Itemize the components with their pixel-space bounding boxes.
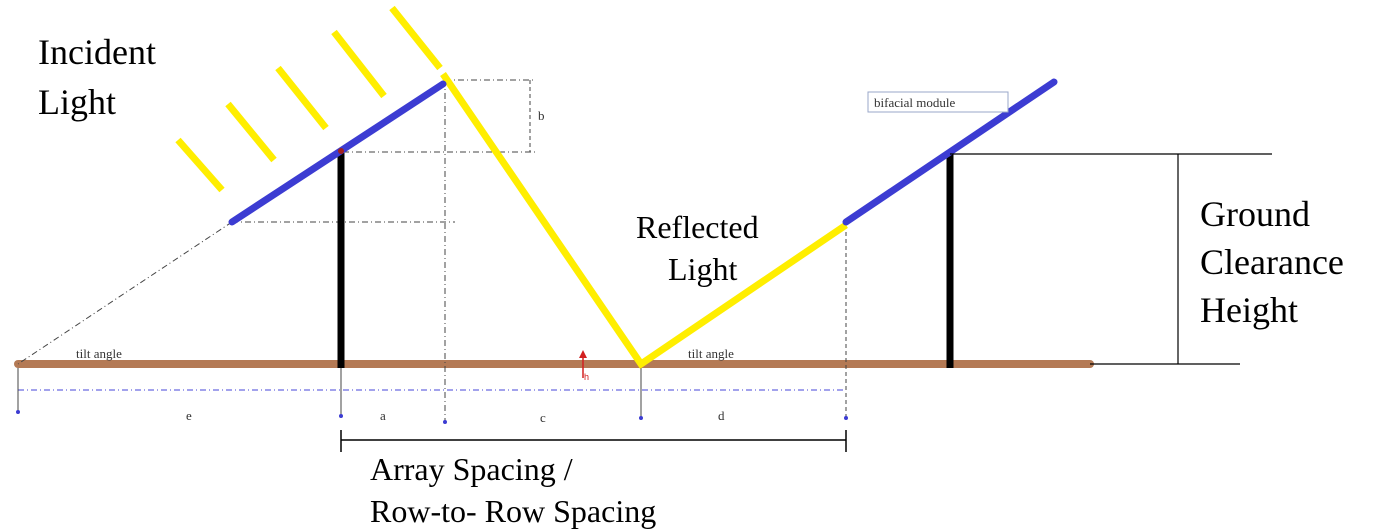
left-module-pivot: [338, 148, 344, 154]
tick-dot-a: [339, 414, 343, 418]
tick-dot-d: [844, 416, 848, 420]
dim-label-e: e: [186, 408, 192, 423]
tilt-guide-left: [17, 221, 233, 365]
tilt-angle-left: tilt angle: [76, 346, 122, 361]
reflected-label-line2: Light: [668, 251, 737, 287]
incident-ray-4: [331, 29, 387, 99]
ground-label-line1: Ground: [1200, 194, 1310, 234]
ground-label-line2: Clearance: [1200, 242, 1344, 282]
tick-dot-c-right: [639, 416, 643, 420]
incident-ray-3: [275, 65, 329, 131]
tilt-angle-right: tilt angle: [688, 346, 734, 361]
module-label-box: [867, 91, 1009, 113]
left-module: [228, 80, 447, 226]
spacing-label-line2: Row-to- Row Spacing: [370, 493, 656, 529]
tick-dot-e: [16, 410, 20, 414]
marker-label-h: h: [584, 372, 589, 382]
incident-label-line2: Light: [38, 82, 116, 122]
incident-ray-5: [389, 5, 443, 71]
marker-arrow-head: [579, 350, 587, 358]
module-label: bifacial module: [874, 95, 955, 110]
incident-label-line1: Incident: [38, 32, 156, 72]
reflected-ray-path: [440, 72, 848, 369]
ground-label-line3: Height: [1200, 290, 1298, 330]
reflected-label-line1: Reflected: [636, 209, 759, 245]
dim-label-a: a: [380, 408, 386, 423]
incident-ray-1: [175, 137, 225, 193]
spacing-label-line1: Array Spacing /: [370, 451, 573, 487]
right-module: [842, 78, 1058, 226]
dim-label-b: b: [538, 108, 545, 123]
dim-label-d: d: [718, 408, 725, 423]
dim-label-c: c: [540, 410, 546, 425]
tick-dot-c-left: [443, 420, 447, 424]
incident-ray-2: [225, 101, 277, 163]
